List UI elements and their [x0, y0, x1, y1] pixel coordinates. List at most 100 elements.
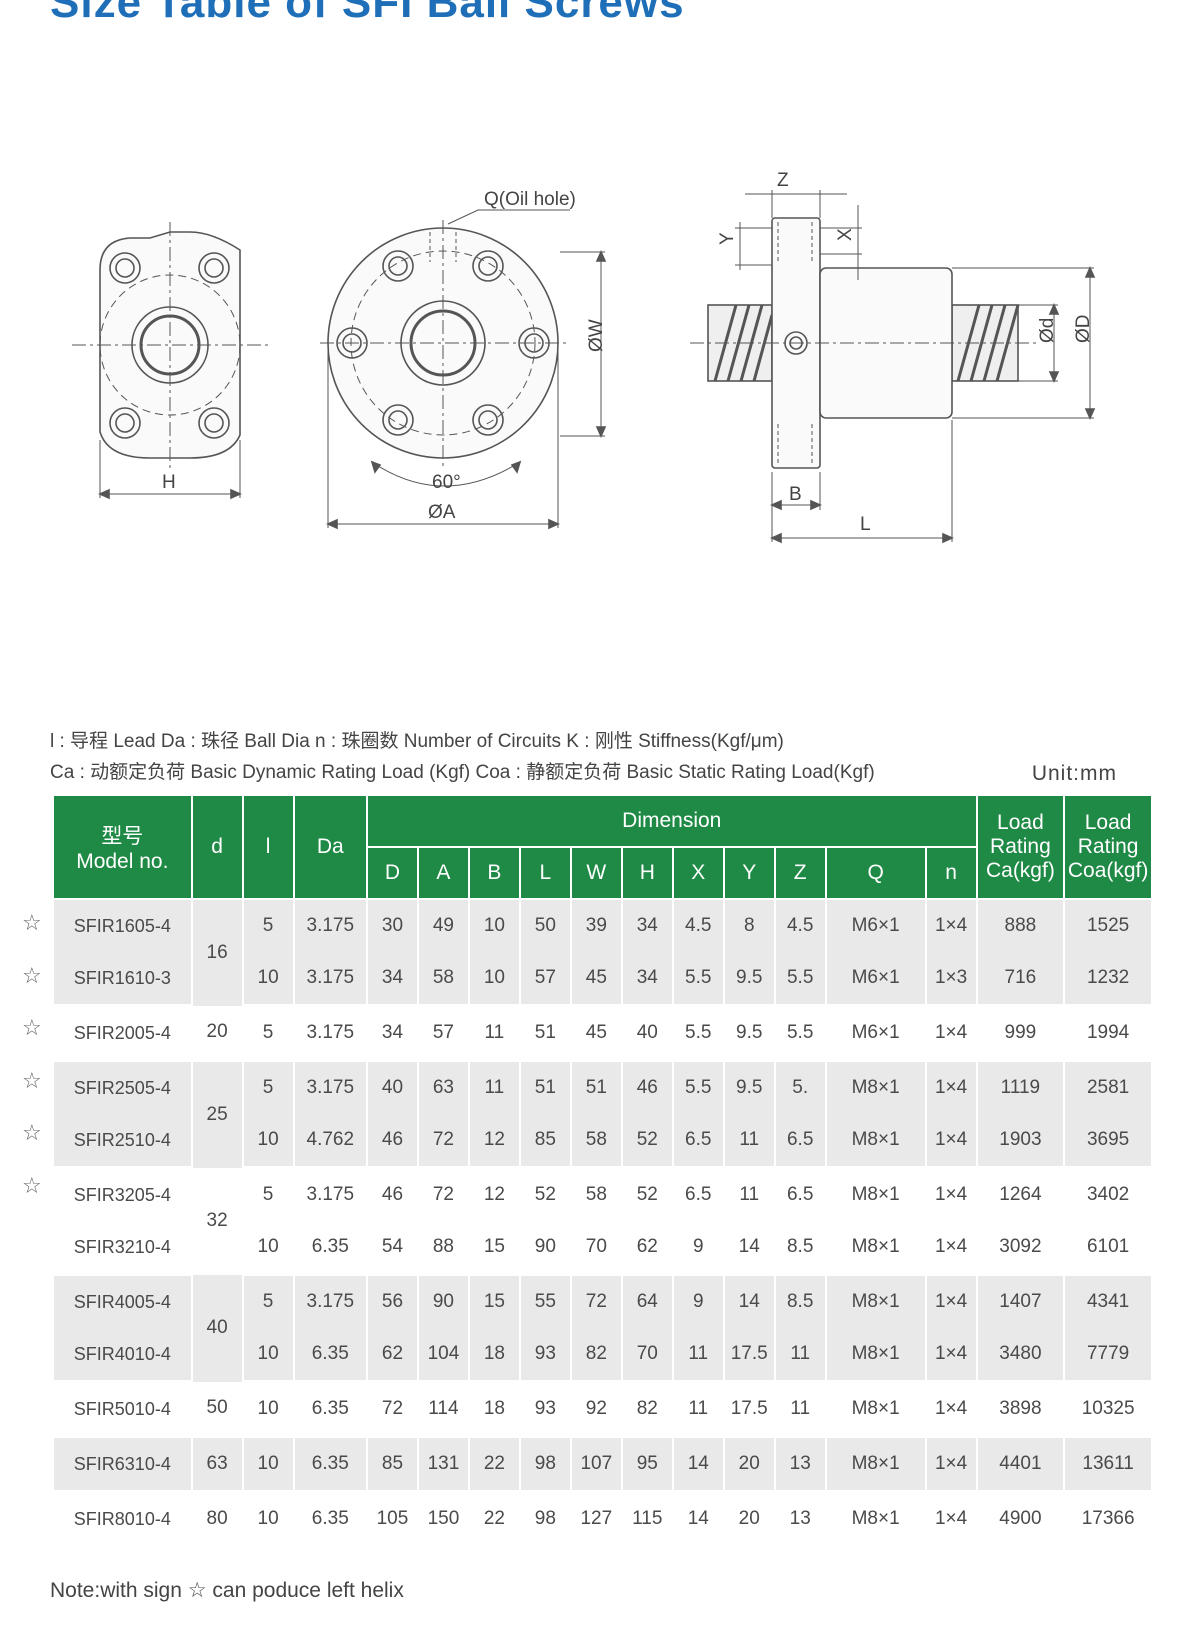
cell-model: SFIR2505-4 — [52, 1060, 193, 1114]
header-model: 型号 Model no. — [52, 794, 193, 900]
cell-dim-W: 58 — [569, 1167, 623, 1221]
cell-dim-L: 50 — [518, 899, 572, 952]
cell-da: 4.762 — [292, 1114, 368, 1169]
cell-dim-Y: 9.5 — [722, 1005, 776, 1062]
cell-dim-Y: 8 — [722, 899, 776, 952]
cell-dim-Z: 5.5 — [773, 1005, 827, 1062]
cell-dim-H: 62 — [620, 1221, 674, 1276]
header-model-cn: 型号 — [101, 825, 144, 848]
cell-dim-Q: M8×1 — [824, 1436, 927, 1493]
header-dim-n: n — [924, 846, 978, 900]
header-load-coa-1: Load — [1084, 811, 1132, 834]
cell-dim-X: 11 — [671, 1328, 725, 1383]
header-load-ca-2: Rating — [990, 835, 1051, 858]
cell-dim-A: 58 — [416, 952, 470, 1007]
cell-dim-H: 115 — [620, 1491, 674, 1545]
cell-d: 32 — [190, 1167, 244, 1275]
cell-dim-Q: M8×1 — [824, 1328, 927, 1383]
cell-lead: 10 — [241, 1381, 295, 1438]
dim-l-label: L — [860, 514, 871, 535]
cell-d: 80 — [190, 1491, 244, 1545]
cell-dim-B: 10 — [467, 952, 521, 1007]
cell-model: SFIR3205-4 — [52, 1167, 193, 1221]
cell-coa: 3402 — [1063, 1167, 1153, 1221]
cell-ca: 4900 — [975, 1491, 1066, 1545]
cell-dim-D: 62 — [365, 1328, 419, 1383]
cell-ca: 4401 — [975, 1436, 1066, 1493]
cell-dim-L: 55 — [518, 1274, 572, 1328]
cell-dim-W: 92 — [569, 1381, 623, 1438]
cell-dim-L: 51 — [518, 1005, 572, 1062]
cell-dim-X: 5.5 — [671, 952, 725, 1007]
cell-coa: 4341 — [1063, 1274, 1153, 1328]
cell-dim-B: 12 — [467, 1167, 521, 1221]
header-d: d — [190, 794, 244, 900]
cell-dim-A: 63 — [416, 1060, 470, 1114]
cell-dim-Q: M6×1 — [824, 952, 927, 1007]
cell-coa: 10325 — [1063, 1381, 1153, 1438]
cell-dim-n: 1×4 — [924, 1274, 978, 1328]
cell-dim-W: 70 — [569, 1221, 623, 1276]
cell-lead: 10 — [241, 1436, 295, 1493]
cell-coa: 17366 — [1063, 1491, 1153, 1545]
cell-coa: 6101 — [1063, 1221, 1153, 1276]
cell-dim-B: 12 — [467, 1114, 521, 1169]
cell-dim-W: 45 — [569, 952, 623, 1007]
cell-dim-D: 30 — [365, 899, 419, 952]
header-dimension: Dimension — [365, 794, 978, 848]
cell-coa: 1994 — [1063, 1005, 1153, 1062]
cell-dim-H: 70 — [620, 1328, 674, 1383]
cell-dim-H: 52 — [620, 1167, 674, 1221]
cell-dim-Z: 6.5 — [773, 1167, 827, 1221]
cell-lead: 10 — [241, 1221, 295, 1276]
cell-dim-Q: M8×1 — [824, 1167, 927, 1221]
cell-dim-Z: 6.5 — [773, 1114, 827, 1169]
cell-dim-X: 9 — [671, 1274, 725, 1328]
cell-dim-n: 1×4 — [924, 1436, 978, 1493]
header-dim-A: A — [416, 846, 470, 900]
cell-model: SFIR6310-4 — [52, 1436, 193, 1493]
legend: l : 导程 Lead Da : 珠径 Ball Dia n : 珠圈数 Num… — [50, 726, 875, 788]
cell-dim-B: 15 — [467, 1274, 521, 1328]
cell-d: 25 — [190, 1060, 244, 1168]
cell-dim-H: 52 — [620, 1114, 674, 1169]
cell-dim-Y: 14 — [722, 1221, 776, 1276]
cell-model: SFIR1605-4 — [52, 899, 193, 952]
cell-dim-H: 95 — [620, 1436, 674, 1493]
cell-dim-D: 54 — [365, 1221, 419, 1276]
cell-dim-A: 131 — [416, 1436, 470, 1493]
cell-d: 20 — [190, 1005, 244, 1062]
angle-label: 60° — [432, 472, 461, 493]
cell-dim-Q: M6×1 — [824, 1005, 927, 1062]
left-helix-star-icon: ☆ — [22, 910, 42, 935]
cell-dim-X: 6.5 — [671, 1114, 725, 1169]
cell-dim-D: 34 — [365, 952, 419, 1007]
cell-dim-H: 82 — [620, 1381, 674, 1438]
cell-lead: 10 — [241, 1328, 295, 1383]
cell-da: 3.175 — [292, 1167, 368, 1221]
cell-dim-Z: 4.5 — [773, 899, 827, 952]
cell-dim-A: 49 — [416, 899, 470, 952]
header-dim-L: L — [518, 846, 572, 900]
dim-z-label: Z — [777, 170, 789, 191]
cell-dim-Y: 9.5 — [722, 952, 776, 1007]
cell-lead: 10 — [241, 952, 295, 1007]
header-load-coa-3: Coa(kgf) — [1067, 859, 1149, 882]
cell-dim-A: 72 — [416, 1167, 470, 1221]
cell-dim-B: 22 — [467, 1436, 521, 1493]
cell-dim-W: 107 — [569, 1436, 623, 1493]
cell-lead: 5 — [241, 1060, 295, 1114]
cell-da: 6.35 — [292, 1436, 368, 1493]
cell-dim-Q: M8×1 — [824, 1491, 927, 1545]
cell-dim-n: 1×4 — [924, 899, 978, 952]
cell-dim-W: 51 — [569, 1060, 623, 1114]
dim-h-label: H — [162, 472, 176, 493]
cell-dim-Z: 8.5 — [773, 1221, 827, 1276]
cell-dim-L: 85 — [518, 1114, 572, 1169]
cell-ca: 999 — [975, 1005, 1066, 1062]
cell-ca: 1264 — [975, 1167, 1066, 1221]
cell-model: SFIR4005-4 — [52, 1274, 193, 1328]
